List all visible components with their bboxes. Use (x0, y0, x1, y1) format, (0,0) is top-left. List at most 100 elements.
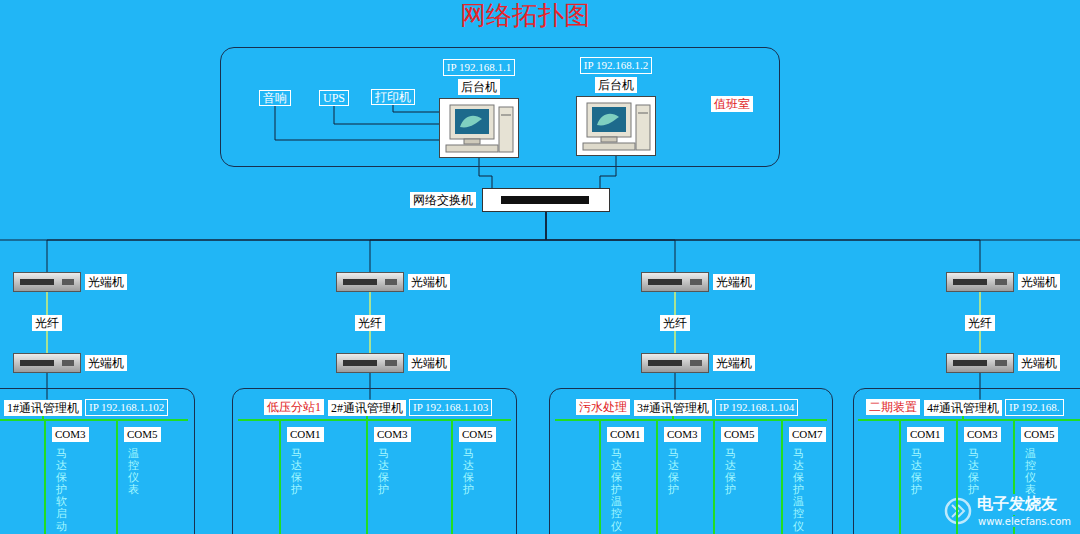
computer-illustration (440, 99, 518, 157)
device-type: 温控仪表 (128, 447, 139, 495)
connector (393, 105, 439, 112)
transceiver-label: 光端机 (85, 355, 127, 371)
connector (675, 373, 676, 400)
com-port: COM5 (124, 427, 161, 442)
connector (963, 416, 1014, 426)
monitor-screen (455, 109, 489, 134)
connector (980, 373, 981, 400)
com-port-column: COM1马达保护 (279, 425, 329, 534)
connector (47, 373, 48, 400)
screen-graphic (460, 116, 482, 128)
comm-manager: 2#通讯管理机IP 192.168.1.103 (328, 399, 492, 416)
logo-circle (946, 499, 970, 523)
com-port-column: COM1马达保护 (899, 425, 949, 534)
diagram-title: 网络拓扑图 (460, 0, 590, 32)
host-computer: IP 192.168.1.2后台机 (576, 57, 656, 156)
device-tag-text: UPS (319, 90, 349, 106)
monitor-stand (601, 137, 617, 142)
logo-mark (952, 505, 964, 517)
optical-transceiver: 光端机 (13, 272, 127, 292)
transceiver-port (995, 360, 1007, 366)
com-port-column: COM5 温控仪表 (116, 425, 166, 534)
station-name: 二期装置 (866, 399, 920, 415)
monitor-screen (592, 107, 626, 132)
fiber-label: 光纤 (355, 315, 385, 331)
connector (367, 416, 452, 426)
transceiver-label: 光端机 (85, 274, 127, 290)
connector (47, 212, 546, 272)
transceiver-label: 光端机 (713, 274, 755, 290)
fiber-label: 光纤 (32, 315, 62, 331)
watermark-text: 电子发烧友 (975, 494, 1059, 515)
com-port: COM3 (52, 427, 89, 442)
manager-name: 3#通讯管理机 (634, 400, 712, 416)
connector (600, 416, 673, 426)
transceiver-device (336, 272, 404, 292)
connector (370, 373, 371, 400)
station-group: 2#通讯管理机IP 192.168.1.103COM1马达保护COM3马达保护C… (232, 388, 517, 534)
transceiver-label: 光端机 (1018, 274, 1060, 290)
duty-room-box: 音响UPS打印机IP 192.168.1.1后台机IP 192.168.1.2后… (220, 47, 780, 167)
device-type: 马达保护温控仪 (793, 447, 804, 532)
watermark-logo (946, 499, 970, 523)
keyboard (583, 143, 635, 150)
host-label: 后台机 (595, 77, 637, 93)
transceiver-panel (648, 360, 682, 366)
device-tag-text: 打印机 (371, 89, 415, 105)
com-port-column: COM3马达保护 (656, 425, 706, 534)
com-port: COM7 (789, 427, 826, 442)
device-tag: UPS (319, 88, 349, 106)
device-tag: 打印机 (371, 87, 415, 105)
device-type: 马达保护温控仪 (611, 447, 622, 532)
switch-label: 网络交换机 (410, 192, 476, 208)
manager-name: 1#通讯管理机 (4, 400, 82, 416)
transceiver-label: 光端机 (1018, 355, 1060, 371)
fiber-label: 光纤 (660, 315, 690, 331)
station-group: 1#通讯管理机IP 192.168.1.102COM3马达保护软启动COM5温控… (0, 388, 195, 534)
transceiver-device (946, 272, 1014, 292)
transceiver-panel (343, 279, 377, 285)
switch-device (482, 188, 610, 212)
station-group: 3#通讯管理机IP 192.168.1.104COM1马达保护温控仪COM3马达… (549, 388, 833, 534)
com-port: COM5 (721, 427, 758, 442)
station-name: 污水处理 (576, 399, 630, 415)
device-type: 马达保护 (291, 447, 302, 495)
optical-transceiver: 光端机 (641, 272, 755, 292)
manager-name: 2#通讯管理机 (328, 400, 406, 416)
com-port-column: COM7 马达保护温控仪 (781, 425, 831, 534)
ip-address: IP 192.168.1.1 (443, 59, 515, 76)
connector (657, 416, 673, 426)
transceiver-label: 光端机 (713, 355, 755, 371)
screen-graphic (597, 114, 619, 126)
device-type: 马达保护 (968, 447, 979, 495)
keyboard (446, 145, 498, 152)
connector (479, 158, 492, 188)
transceiver-port (995, 279, 1007, 285)
transceiver-port (385, 279, 397, 285)
optical-transceiver: 光端机 (336, 272, 450, 292)
ip-address: IP 192.168. (1005, 399, 1064, 416)
pc-tower (636, 105, 650, 150)
com-port: COM3 (964, 427, 1001, 442)
optical-transceiver: 光端机 (641, 353, 755, 373)
connector (600, 156, 616, 188)
comm-manager: 1#通讯管理机IP 192.168.1.102 (4, 399, 168, 416)
optical-transceiver: 光端机 (336, 353, 450, 373)
device-type: 马达保护 (725, 447, 736, 495)
device-type: 温控仪表 (1025, 447, 1036, 495)
optical-transceiver: 光端机 (946, 272, 1060, 292)
com-port: COM3 (374, 427, 411, 442)
com-port-column: COM3马达保护 (366, 425, 416, 534)
connector (275, 106, 439, 140)
transceiver-port (62, 360, 74, 366)
drive-slot (638, 113, 648, 114)
connector (280, 416, 367, 426)
pc-tower (499, 107, 513, 152)
transceiver-label: 光端机 (408, 355, 450, 371)
com-port-column: COM5 马达保护 (713, 425, 763, 534)
transceiver-port (385, 360, 397, 366)
transceiver-panel (648, 279, 682, 285)
transceiver-device (946, 353, 1014, 373)
transceiver-panel (953, 360, 987, 366)
